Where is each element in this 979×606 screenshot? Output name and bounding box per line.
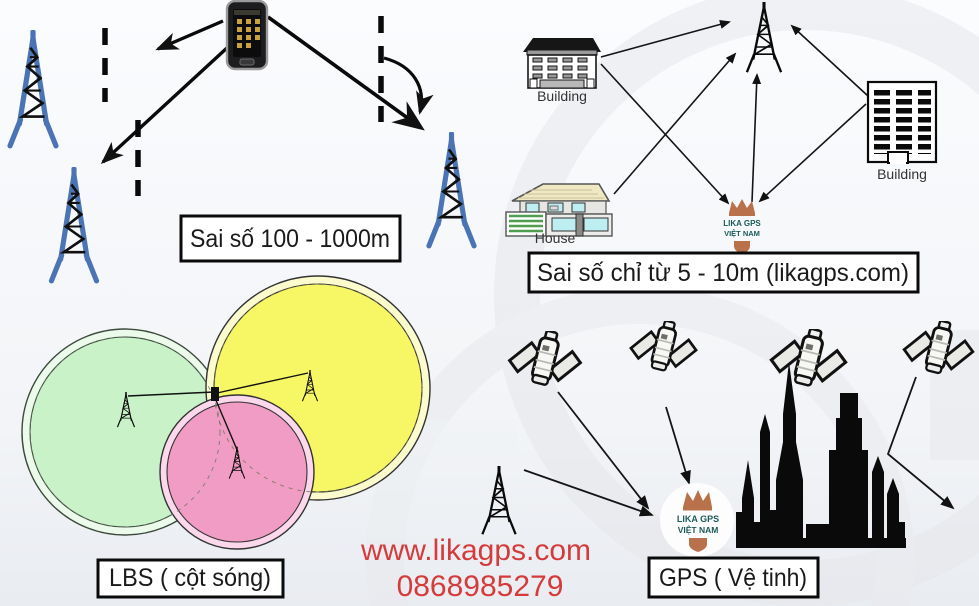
gps-caption-label: GPS ( Vệ tinh) (647, 556, 820, 599)
lbs-caption-text: LBS ( cột sóng) (109, 564, 271, 592)
lika-gps-logo-bottom: LIKA GPS VIỆT NAM (660, 483, 734, 557)
crown-icon (729, 199, 755, 213)
trilateration-lines (127, 372, 309, 453)
position-marker (211, 387, 219, 401)
arrow-logo-to-tower (751, 73, 762, 203)
arrow-building2-to-tower (790, 24, 869, 97)
arrow-sat1-to-receiver (557, 391, 650, 510)
logo-brand: LIKA GPS (677, 514, 719, 524)
building-icon-right (866, 80, 938, 164)
house-caption: House (535, 230, 576, 246)
cell-tower-blue-1 (10, 30, 56, 146)
mobile-phone-icon (225, 0, 269, 71)
logo-country: VIỆT NAM (678, 524, 719, 535)
gps-error-text: Sai số chỉ từ 5 - 10m (likagps.com) (537, 259, 909, 287)
arrow-house-to-tower (613, 52, 737, 195)
phone-text: 0868985279 (397, 570, 564, 603)
lbs-error-text: Sai số 100 - 1000m (190, 225, 390, 253)
website-text: www.likagps.com (360, 534, 591, 567)
lbs-circles (21, 275, 431, 550)
lbs-scene (10, 0, 474, 281)
gps-satellite-scene: LIKA GPS VIỆT NAM (480, 321, 975, 557)
lbs-caption-label: LBS ( cột sóng) (96, 558, 285, 599)
gps-scene: Building House (505, 2, 938, 254)
city-skyline-icon (736, 362, 906, 548)
house-icon (505, 183, 613, 237)
logo-country: VIỆT NAM (724, 229, 760, 238)
arrow-building-to-logo (600, 63, 730, 205)
arrow-sat4-bounce (886, 376, 955, 510)
arrow-phone-to-tower3 (266, 15, 425, 131)
cell-tower-blue-2 (51, 167, 96, 281)
arrow-building-to-tower (600, 20, 731, 58)
lika-gps-logo-top: LIKA GPS VIỆT NAM (723, 199, 761, 254)
shield-icon (689, 538, 707, 552)
arrow-curved-range (383, 56, 434, 115)
logo-brand: LIKA GPS (723, 219, 761, 228)
cell-tower-blue-3 (429, 132, 474, 246)
shield-icon (734, 241, 750, 254)
crown-icon (683, 490, 712, 507)
circle-pink (166, 401, 308, 543)
arrow-phone-to-tower2 (100, 45, 230, 165)
arrow-sat2-to-receiver (665, 406, 691, 485)
building-icon-top (523, 38, 601, 89)
building-right-caption: Building (877, 166, 927, 182)
arrow-building2-to-logo (758, 103, 867, 203)
building-top-caption: Building (537, 88, 587, 104)
arrow-phone-to-tower1 (155, 19, 224, 51)
gps-caption-text: GPS ( Vệ tinh) (659, 564, 807, 592)
arrow-tower-to-receiver (523, 469, 654, 517)
lbs-error-label: Sai số 100 - 1000m (179, 214, 402, 263)
gps-error-label: Sai số chỉ từ 5 - 10m (likagps.com) (527, 251, 920, 294)
